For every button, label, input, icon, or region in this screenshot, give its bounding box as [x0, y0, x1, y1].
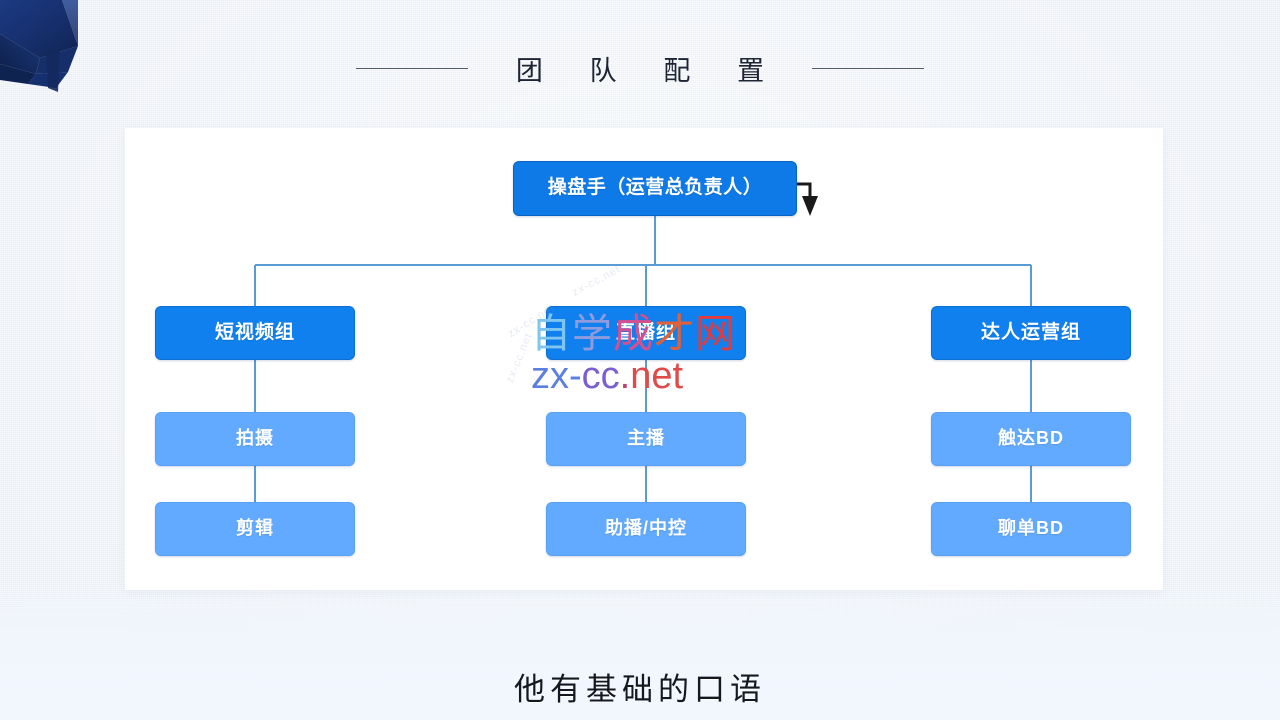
org-node-editing[interactable]: 剪辑	[155, 502, 355, 556]
org-node-chat-bd[interactable]: 聊单BD	[931, 502, 1131, 556]
org-node-anchor[interactable]: 主播	[546, 412, 746, 466]
page-header: 团 队 配 置	[0, 44, 1280, 92]
title-rule-left	[355, 67, 468, 69]
title-rule-right	[812, 67, 925, 69]
org-node-root[interactable]: 操盘手（运营总负责人）	[513, 161, 797, 216]
org-node-short-video-group[interactable]: 短视频组	[155, 306, 355, 360]
org-node-outreach-bd[interactable]: 触达BD	[931, 412, 1131, 466]
org-node-assistant-anchor[interactable]: 助播/中控	[546, 502, 746, 556]
org-node-influencer-ops-group[interactable]: 达人运营组	[931, 306, 1131, 360]
org-node-live-stream-group[interactable]: 直播组	[546, 306, 746, 360]
page-title: 团 队 配 置	[515, 55, 785, 86]
caption-subtitle: 他有基础的口语	[514, 672, 766, 707]
org-node-shooting[interactable]: 拍摄	[155, 412, 355, 466]
